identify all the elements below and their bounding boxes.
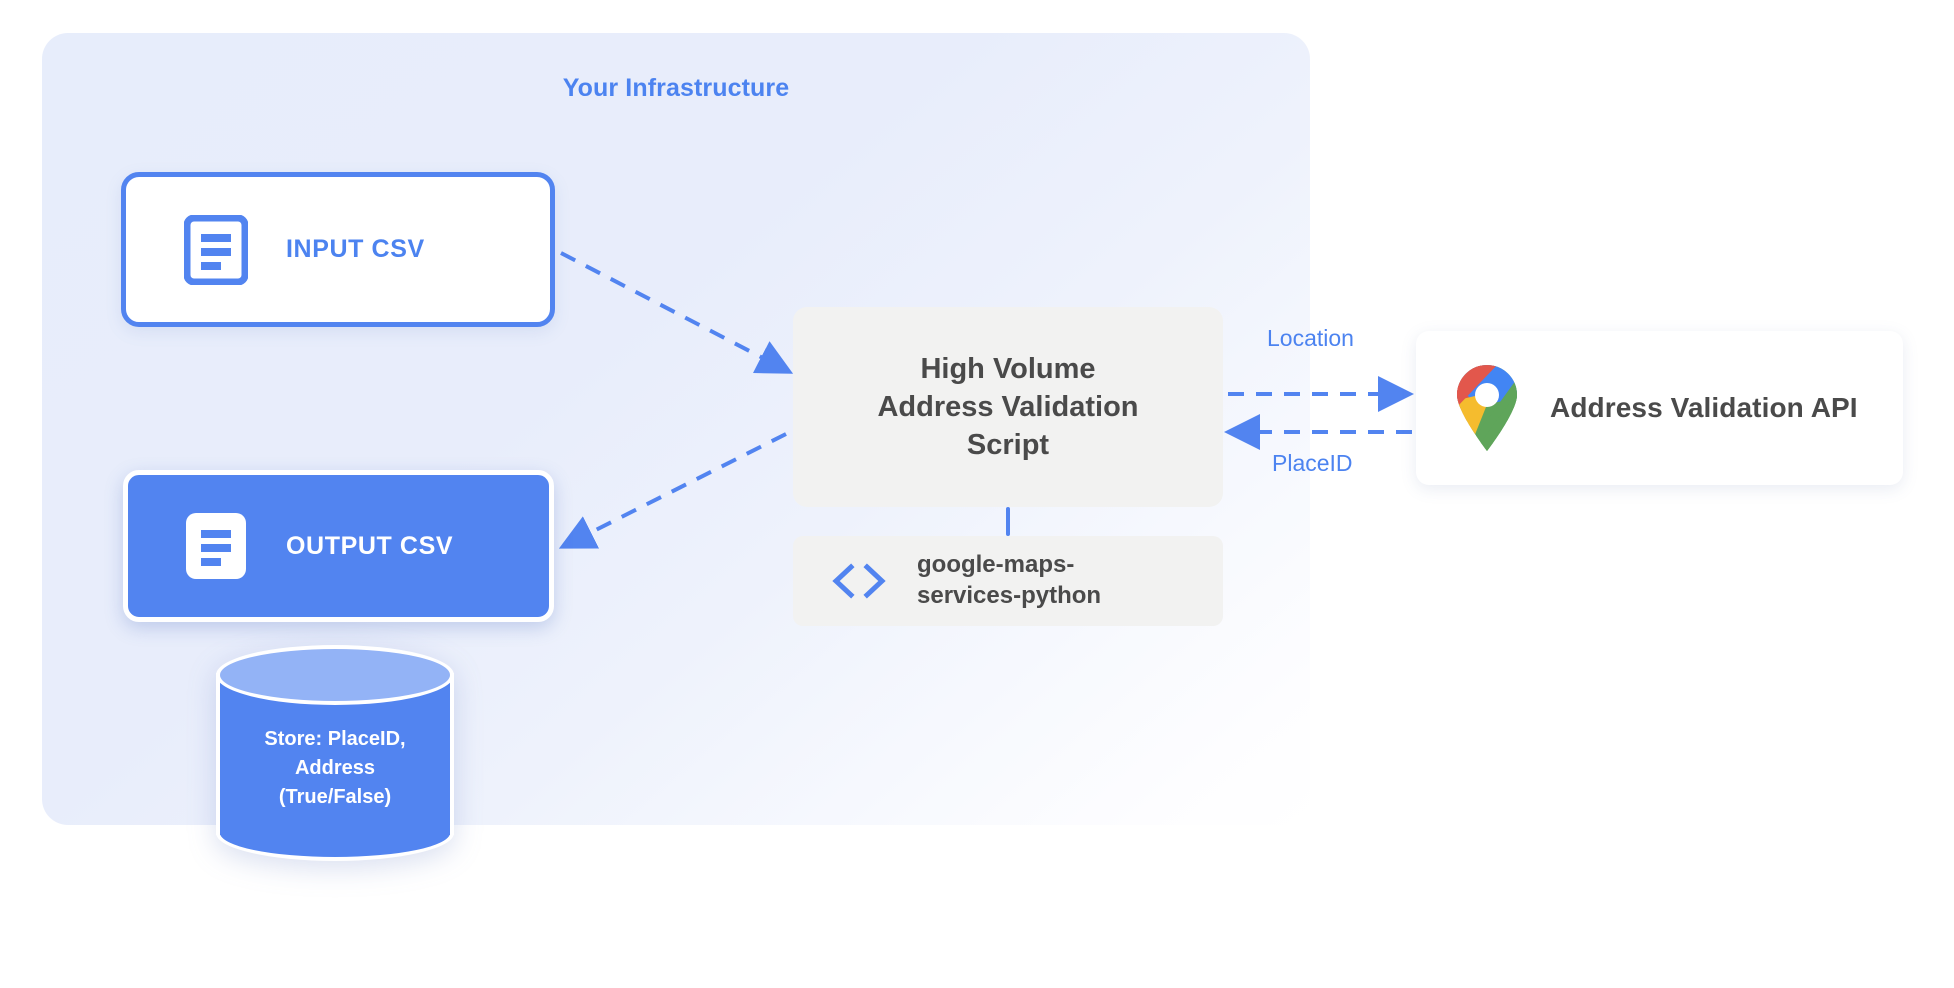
database-label-line-1: Store: PlaceID, xyxy=(264,728,406,750)
document-icon xyxy=(184,214,248,285)
node-output-csv-label: OUTPUT CSV xyxy=(286,531,454,560)
library-label-line-2: services-python xyxy=(917,582,1102,609)
node-input-csv[interactable]: INPUT CSV xyxy=(121,172,555,327)
code-brackets-icon xyxy=(832,563,886,599)
node-database[interactable]: Store: PlaceID, Address (True/False) xyxy=(216,645,454,862)
node-output-csv[interactable]: OUTPUT CSV xyxy=(123,470,554,622)
node-address-validation-api[interactable]: Address Validation API xyxy=(1416,331,1903,485)
panel-title: Your Infrastructure xyxy=(562,74,790,102)
script-label-line-3: Script xyxy=(966,429,1050,462)
document-icon xyxy=(186,513,246,579)
library-label-line-1: google-maps- xyxy=(917,551,1075,579)
node-client-library[interactable]: google-maps- services-python xyxy=(793,536,1223,626)
node-client-library-label: google-maps- services-python xyxy=(917,550,1101,611)
node-validation-script-label: High Volume Address Validation Script xyxy=(877,350,1138,465)
database-label: Store: PlaceID, Address (True/False) xyxy=(216,725,454,812)
node-validation-script[interactable]: High Volume Address Validation Script xyxy=(793,307,1223,507)
edge-label-placeid: PlaceID xyxy=(1272,450,1353,476)
database-lid xyxy=(216,645,454,705)
edge-label-location: Location xyxy=(1267,325,1354,351)
database-label-line-3: (True/False) xyxy=(278,786,392,808)
script-label-line-2: Address Validation xyxy=(877,390,1139,423)
script-label-line-1: High Volume xyxy=(920,352,1096,385)
edge-script-to-library xyxy=(1006,507,1010,536)
node-input-csv-label: INPUT CSV xyxy=(286,235,425,263)
node-address-validation-api-label: Address Validation API xyxy=(1550,392,1858,423)
database-label-line-2: Address xyxy=(294,757,376,779)
google-maps-pin-icon xyxy=(1457,365,1517,451)
